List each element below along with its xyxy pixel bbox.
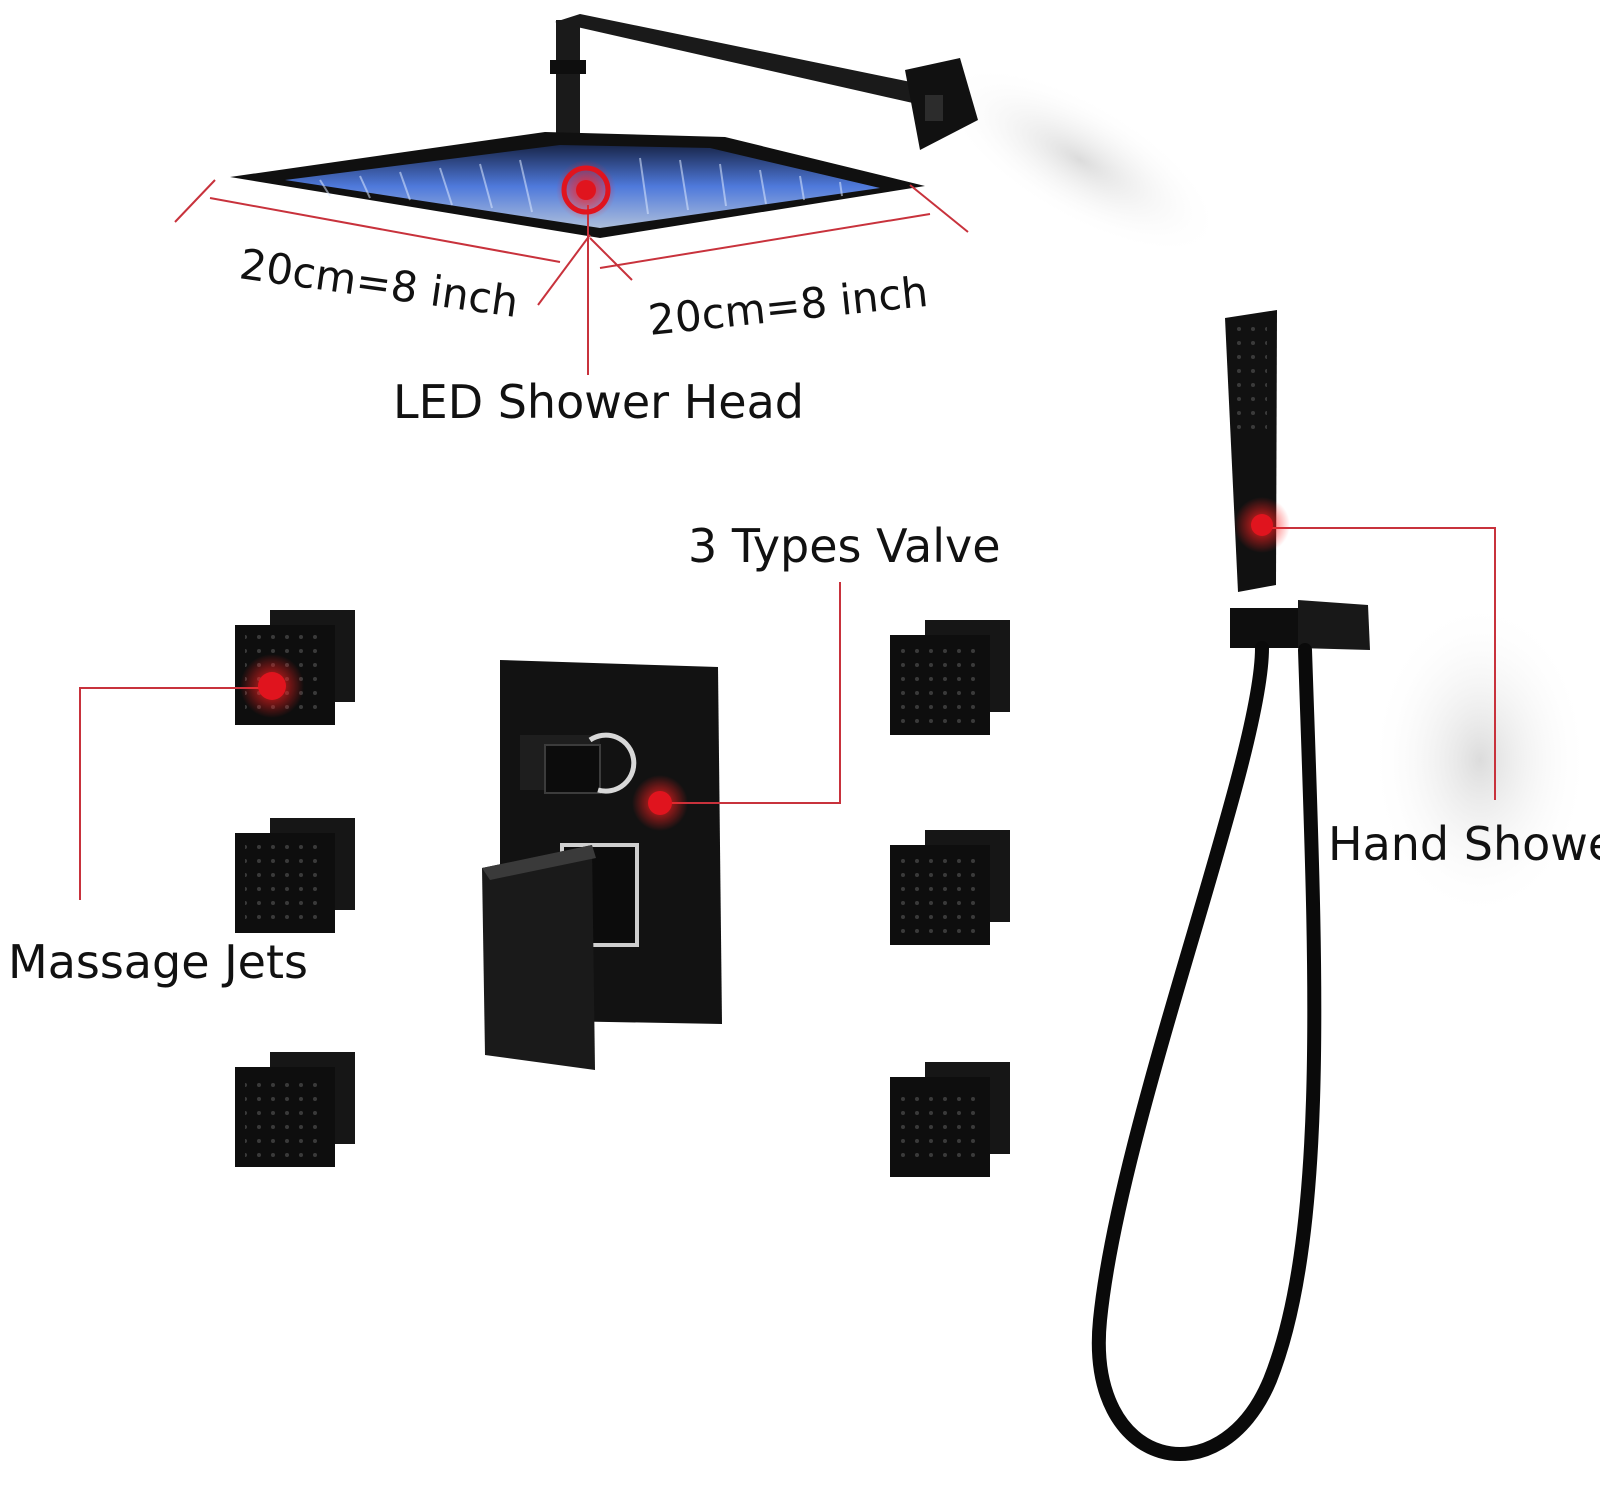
shower-arm: [555, 14, 940, 108]
marker-jets: [240, 654, 304, 718]
massage-jet: [890, 830, 1010, 945]
massage-jet: [235, 1052, 355, 1167]
callout-line-hand-shower: [1268, 527, 1496, 800]
callout-line-valve: [665, 582, 841, 804]
hand-shower-hose: [1091, 641, 1322, 1461]
wall-shadow: [938, 64, 1222, 256]
label-hand-shower: Hand Showe: [1328, 817, 1600, 871]
massage-jet: [235, 818, 355, 933]
massage-jet: [890, 620, 1010, 735]
label-valve: 3 Types Valve: [688, 519, 1001, 573]
dimension-label-left: 20cm=8 inch: [237, 239, 522, 327]
callout-line-jets: [79, 687, 268, 900]
flange-slot: [925, 95, 943, 121]
marker-shower-head: [556, 160, 616, 220]
marker-valve: [632, 775, 688, 831]
led-streaks: [319, 157, 843, 215]
wall-shadow: [1370, 600, 1590, 920]
marker-hand-shower: [1234, 497, 1290, 553]
massage-jet: [890, 1062, 1010, 1177]
mixer-lever: [482, 845, 595, 1070]
diverter-ring: [588, 732, 637, 794]
label-shower-head: LED Shower Head: [393, 375, 804, 429]
dimension-lines: [174, 179, 969, 306]
hand-shower: [1091, 310, 1370, 1461]
shower-neck: [556, 20, 580, 140]
dimension-label-right: 20cm=8 inch: [646, 267, 930, 345]
label-jets: Massage Jets: [8, 935, 308, 989]
mixing-valve: [482, 660, 722, 1070]
massage-jets: [235, 610, 1010, 1177]
